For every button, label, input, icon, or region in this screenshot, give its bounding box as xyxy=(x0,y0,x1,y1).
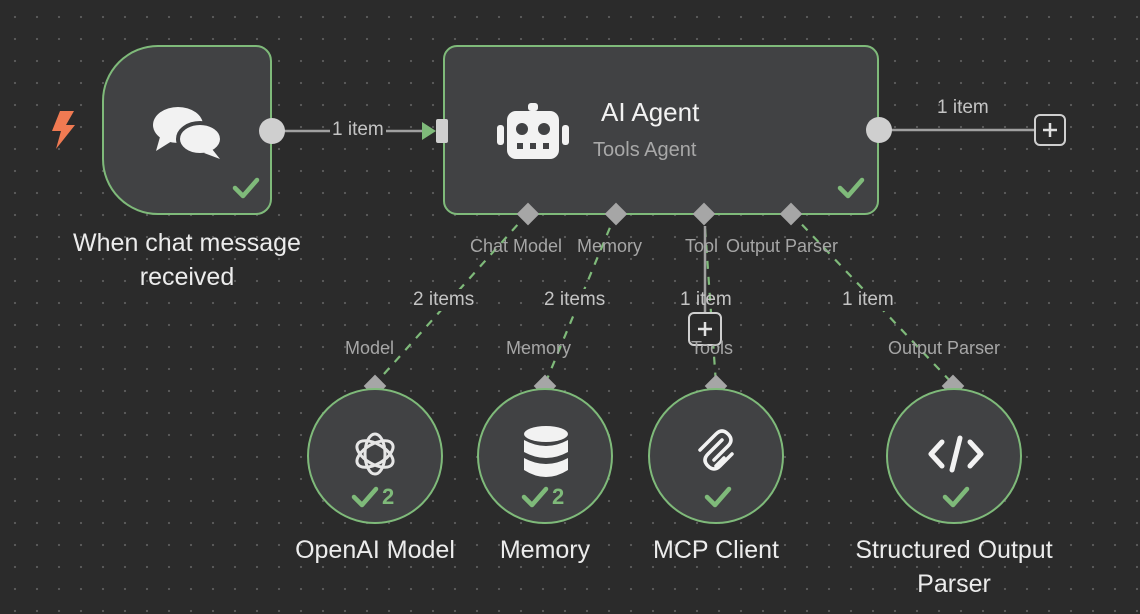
mcp-client-node[interactable] xyxy=(648,388,784,524)
run-count: 2 xyxy=(552,484,565,509)
openai-model-label: OpenAI Model xyxy=(295,536,455,564)
run-count: 2 xyxy=(382,484,395,509)
plus-icon xyxy=(1043,123,1057,137)
agent-title: AI Agent xyxy=(601,97,700,127)
arrow-head xyxy=(422,122,436,140)
chat-bubbles-icon xyxy=(153,107,224,159)
output-port[interactable] xyxy=(257,116,287,146)
trigger-node[interactable] xyxy=(102,45,272,215)
edge-tool[interactable] xyxy=(702,212,718,385)
port-label-chat-model: Chat Model xyxy=(470,236,563,256)
edge-label-model: 2 items xyxy=(413,289,475,311)
plus-icon xyxy=(698,322,712,336)
structured-output-parser-node[interactable] xyxy=(886,388,1022,524)
port-label-output-parser: Output Parser xyxy=(726,236,839,256)
sub-port-label-memory: Memory xyxy=(506,338,572,358)
success-check-icon xyxy=(351,486,379,508)
structured-output-parser-label: Structured Output Parser xyxy=(855,536,1053,598)
mcp-logo-icon xyxy=(698,429,734,471)
add-node-button[interactable] xyxy=(1034,114,1066,146)
sub-port-label-output-parser: Output Parser xyxy=(888,338,1001,358)
trigger-label: When chat message received xyxy=(73,229,301,291)
output-port[interactable] xyxy=(864,115,894,145)
memory-node[interactable]: 2 xyxy=(477,388,613,524)
port-output-parser-diamond[interactable] xyxy=(777,200,805,228)
database-icon xyxy=(524,426,568,477)
add-tool-button[interactable] xyxy=(688,312,722,346)
success-check-icon xyxy=(232,177,260,199)
edge-label-agent-output: 1 item xyxy=(937,97,989,118)
input-port[interactable] xyxy=(435,118,451,146)
ai-agent-node[interactable]: AI Agent Tools Agent xyxy=(443,45,879,215)
lightning-bolt-icon xyxy=(52,111,75,149)
sub-port-label-tools: Tools xyxy=(691,338,734,358)
mcp-client-label: MCP Client xyxy=(653,536,779,564)
port-label-memory: Memory xyxy=(577,236,643,256)
port-tool-diamond[interactable] xyxy=(690,200,718,228)
memory-label: Memory xyxy=(499,536,591,564)
port-label-tool: Tool xyxy=(685,236,719,256)
sub-port-label-model: Model xyxy=(345,338,395,358)
success-check-icon xyxy=(704,486,732,508)
edge-label-parser: 1 item xyxy=(842,289,894,311)
port-memory-diamond[interactable] xyxy=(602,200,630,228)
edge-label-memory: 2 items xyxy=(544,289,606,311)
agent-subtitle: Tools Agent xyxy=(593,139,697,161)
robot-icon xyxy=(497,103,569,159)
edge-label-tool: 1 item xyxy=(680,289,732,310)
code-icon xyxy=(928,435,984,473)
openai-model-node[interactable]: 2 xyxy=(307,388,443,524)
success-check-icon xyxy=(942,486,970,508)
success-check-icon xyxy=(521,486,549,508)
success-check-icon xyxy=(837,177,865,199)
edge-label-trigger-agent: 1 item xyxy=(330,119,386,141)
port-chat-model-diamond[interactable] xyxy=(514,200,542,228)
openai-logo-icon xyxy=(355,432,395,476)
